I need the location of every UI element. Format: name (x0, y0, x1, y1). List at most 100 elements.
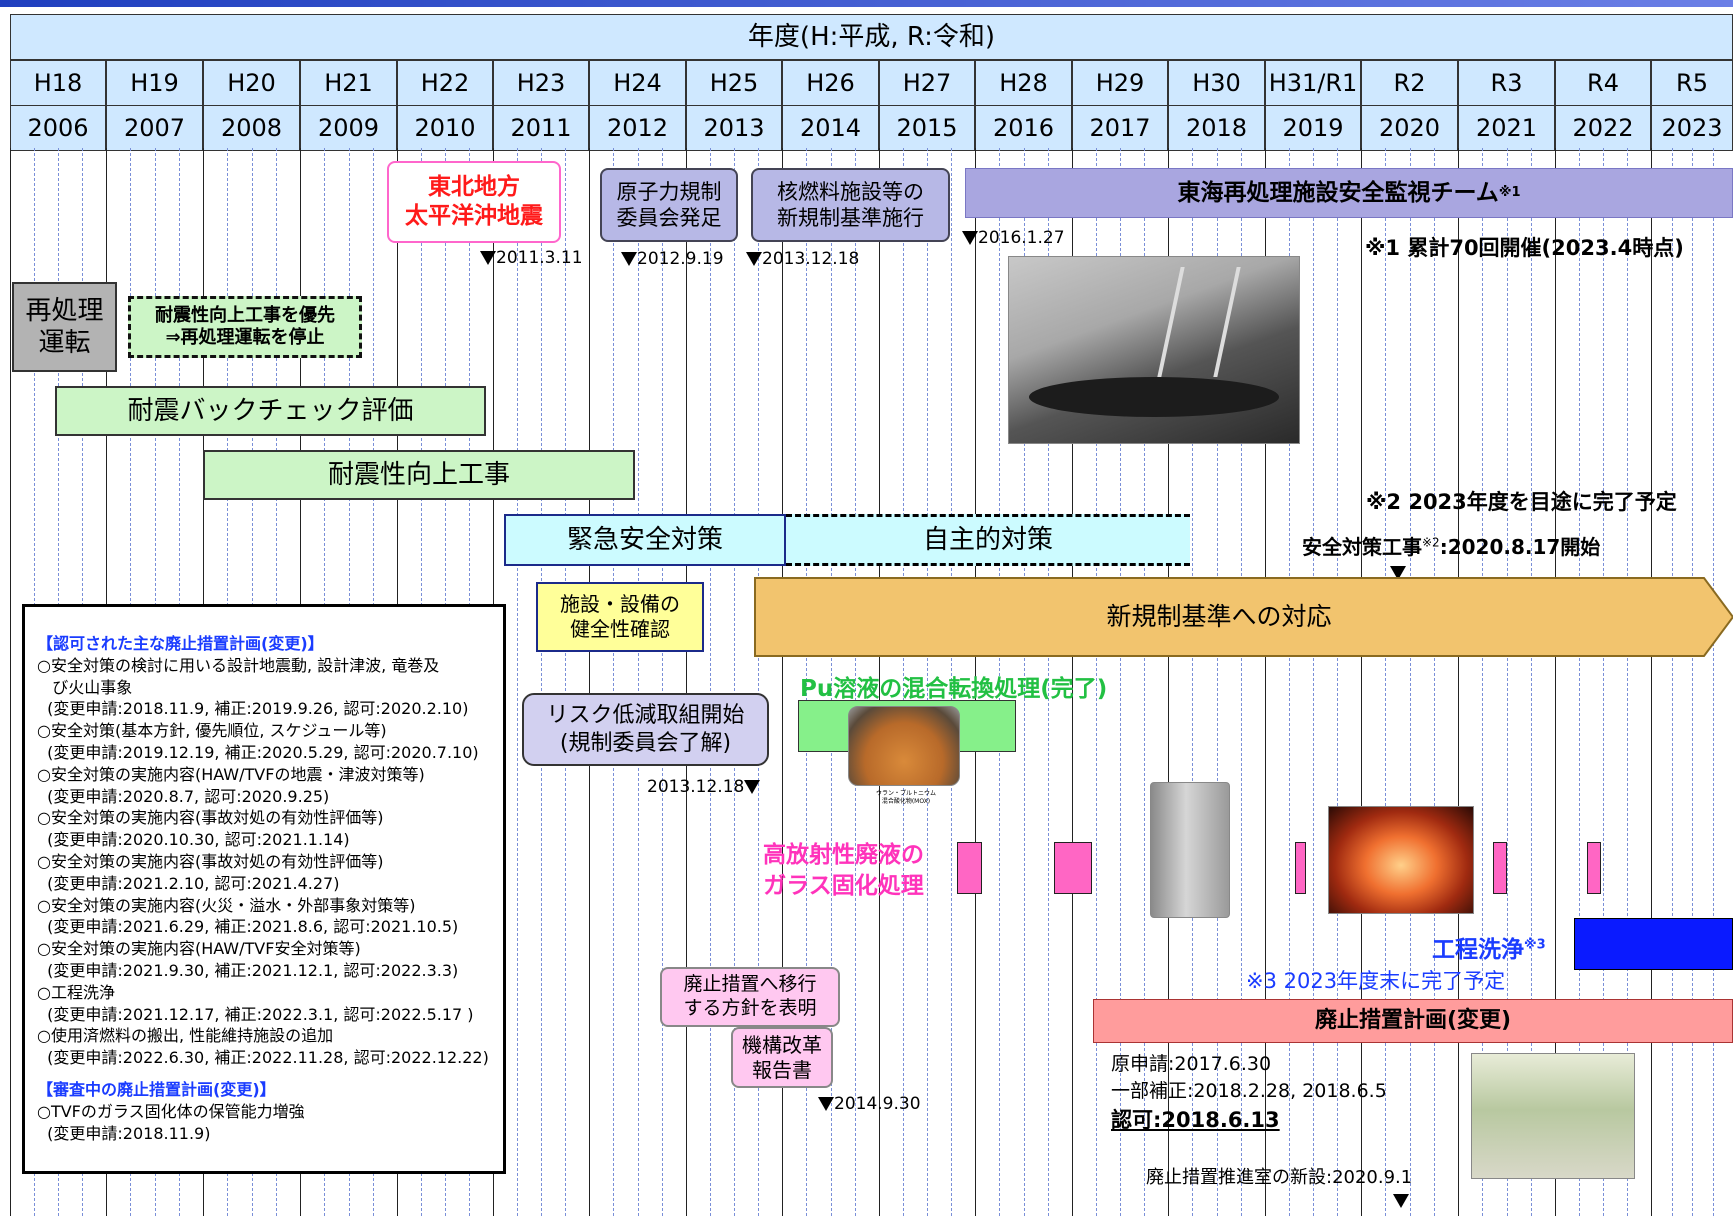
year-boundary-line (975, 148, 976, 1216)
photo-structure (1157, 267, 1241, 377)
process-wash-mark: ※3 (1524, 937, 1546, 953)
quarter-line (927, 148, 928, 1216)
triangle-icon (746, 252, 762, 266)
triangle-icon (1390, 565, 1406, 580)
year-boundary-line (589, 148, 590, 1216)
year-cell: 2014 (782, 105, 879, 151)
year-cell: 2008 (203, 105, 300, 151)
office-marker (1393, 1190, 1409, 1209)
legend-line: (変更申請:2019.12.19, 補正:2020.5.29, 認可:2020.… (37, 742, 479, 762)
process-wash-bar (1574, 918, 1733, 970)
quarter-line (1023, 148, 1025, 1216)
era-cell: H24 (589, 60, 686, 106)
year-cell: 2009 (300, 105, 397, 151)
legend-line: (変更申請:2021.2.10, 認可:2021.4.27) (37, 873, 340, 893)
era-cell: H26 (782, 60, 879, 106)
year-boundary-line (879, 148, 880, 1216)
legend-approved-title: 【認可された主な廃止措置計画(変更)】 (37, 634, 324, 653)
quarter-line (517, 148, 518, 1216)
year-boundary-line (1458, 148, 1459, 1216)
new-standard-box: 核燃料施設等の 新規制基準施行 (751, 168, 950, 242)
quarter-line (1671, 148, 1673, 1216)
era-cell: H30 (1168, 60, 1265, 106)
year-cell: 2018 (1168, 105, 1265, 151)
year-cell: 2006 (10, 105, 106, 151)
quarter-line (1712, 148, 1714, 1216)
year-cell: 2023 (1651, 105, 1733, 151)
safety-work-marker (1390, 562, 1406, 581)
approval-date: 認可:2018.6.13 (1111, 1108, 1280, 1132)
year-cell: 2022 (1555, 105, 1651, 151)
legend-line: び火山事象 (37, 677, 133, 697)
year-boundary-line (1555, 148, 1556, 1216)
vitrification-campaign-2019 (1295, 842, 1306, 894)
seismic-improvement-bar: 耐震性向上工事 (203, 450, 635, 500)
meeting-photo (1008, 256, 1300, 444)
year-cell: 2012 (589, 105, 686, 151)
quarter-line (1144, 148, 1145, 1216)
triangle-icon (744, 780, 761, 794)
triangle-icon (1393, 1193, 1409, 1208)
nra-box: 原子力規制 委員会発足 (600, 168, 738, 242)
new-regulation-arrow (754, 577, 1733, 657)
year-cell: 2015 (879, 105, 975, 151)
era-cell: H20 (203, 60, 300, 106)
quarter-line (1482, 148, 1484, 1216)
new-regulation-label: 新規制基準への対応 (1106, 602, 1332, 632)
era-cell: H21 (300, 60, 397, 106)
quarter-line (854, 148, 856, 1216)
reform-date: 2014.9.30 (834, 1094, 921, 1114)
year-boundary-line (686, 148, 687, 1216)
safety-work-label: 安全対策工事※2:2020.8.17開始 (1302, 531, 1600, 560)
legend-line: ○安全対策の実施内容(火災・溢水・外部事象対策等) (37, 895, 416, 915)
era-cell: H25 (686, 60, 782, 106)
risk-reduction-box: リスク低減取組開始 (規制委員会了解) (522, 693, 769, 766)
reform-date-marker: 2014.9.30 (818, 1094, 921, 1114)
photo-table (1029, 377, 1279, 417)
quarter-line (1216, 148, 1218, 1216)
note-2: ※2 2023年度を目途に完了予定 (1366, 490, 1677, 514)
risk-date-marker: 2013.12.18 (647, 777, 761, 797)
legend-review-title: 【審査中の廃止措置計画(変更)】 (37, 1079, 276, 1099)
year-boundary-line (1651, 148, 1652, 1216)
legend-review-list: ○TVFのガラス固化体の保管能力増強 (変更申請:2018.11.9) (37, 1101, 495, 1145)
vitrification-campaign-2016 (957, 842, 982, 894)
era-cell: R5 (1651, 60, 1733, 106)
year-cell: 2011 (493, 105, 589, 151)
quarter-line (1506, 148, 1508, 1216)
quarter-line (1409, 148, 1411, 1216)
melter-photo (1328, 806, 1474, 914)
legend-line: ○使用済燃料の搬出, 性能維持施設の追加 (37, 1026, 334, 1046)
new-regulation-arrow-shape (754, 577, 1733, 657)
earthquake-date: 2011.3.11 (496, 248, 583, 268)
quarter-line (1240, 148, 1242, 1216)
quarter-line (661, 148, 663, 1216)
new-standard-date-marker: 2013.12.18 (746, 249, 859, 269)
earthquake-date-marker: 2011.3.11 (480, 248, 583, 268)
legend-line: (変更申請:2022.6.30, 補正:2022.11.28, 認可:2022.… (37, 1048, 489, 1068)
year-boundary-line (10, 148, 11, 1216)
era-cell: H31/R1 (1265, 60, 1361, 106)
quarter-line (1627, 148, 1628, 1216)
legend-line: ○安全対策(基本方針, 優先順位, スケジュール等) (37, 721, 387, 741)
year-cell: 2017 (1072, 105, 1168, 151)
era-cell: H22 (397, 60, 493, 106)
note-1: ※1 累計70回開催(2023.4時点) (1365, 236, 1684, 260)
era-cell: H29 (1072, 60, 1168, 106)
quarter-line (734, 148, 735, 1216)
era-cell: R2 (1361, 60, 1458, 106)
era-cell: H28 (975, 60, 1072, 106)
decommission-policy-box: 廃止措置へ移行 する方針を表明 (660, 967, 840, 1027)
reprocessing-operation-box: 再処理 運転 (12, 282, 117, 372)
year-boundary-line (1361, 148, 1362, 1216)
vitrification-campaign-2021 (1493, 842, 1507, 894)
year-cell: 2007 (106, 105, 203, 151)
legend-line: ○工程洗浄 (37, 982, 115, 1002)
legend-line: ○安全対策の実施内容(事故対処の有効性評価等) (37, 808, 384, 828)
quarter-line (758, 148, 759, 1216)
voluntary-measures-bar: 自主的対策 (786, 514, 1190, 566)
quarter-line (1385, 148, 1387, 1216)
mox-photo (848, 706, 960, 786)
mox-photo-caption: ウラン・プルトニウム 混合酸化物(MOX) (875, 790, 936, 805)
year-cell: 2016 (975, 105, 1072, 151)
